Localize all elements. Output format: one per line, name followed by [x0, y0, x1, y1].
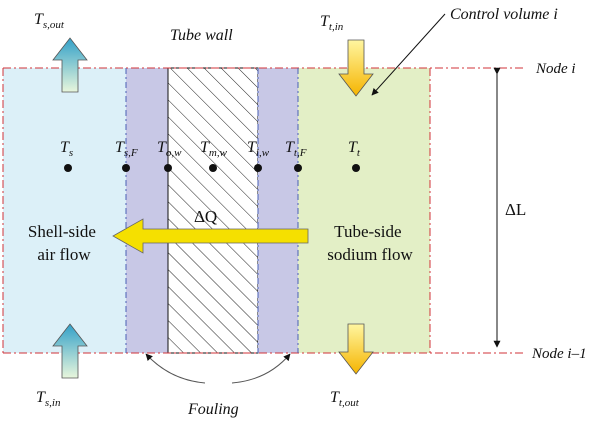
temp-label-inner-wall: Ti,w	[247, 139, 270, 159]
tube-fouling-region	[258, 68, 298, 353]
control-volume-pointer	[371, 13, 446, 96]
fouling-pointer-left	[145, 353, 206, 384]
tube-outlet-arrow	[338, 323, 374, 375]
tube-wall-region	[167, 67, 259, 354]
temp-label-outer-wall: To,w	[157, 139, 182, 159]
shell-inlet-arrow	[52, 323, 88, 379]
shell-flow-label: Shell-side air flow	[28, 222, 100, 264]
temp-dot-tube-fouling	[294, 164, 302, 172]
shell-outlet-arrow	[52, 37, 88, 93]
temp-dot-outer-wall	[164, 164, 172, 172]
temp-dot-mid-wall	[209, 164, 217, 172]
shell-side-region	[3, 68, 126, 353]
node-top-label: Node i	[535, 61, 576, 77]
control-volume-label: Control volume i	[450, 6, 558, 23]
heat-transfer-arrow	[112, 218, 309, 254]
control-volume-boundary	[2, 67, 525, 354]
tube-flow-label: Tube-side sodium flow	[327, 222, 413, 264]
tube-wall-label: Tube wall	[170, 27, 233, 44]
delta-l-label: ΔL	[505, 200, 526, 219]
fouling-pointer-right	[231, 353, 291, 384]
temp-label-shell-inlet: Ts,in	[36, 389, 61, 409]
node-bottom-label: Node i–1	[531, 346, 587, 362]
temp-dot-shell-fouling	[122, 164, 130, 172]
temp-label-tube-fouling: Tt,F	[285, 139, 307, 159]
temp-label-shell: Ts	[60, 139, 73, 159]
tube-side-region	[298, 68, 430, 353]
temp-label-tube-inlet: Tt,in	[320, 13, 344, 33]
temp-label-shell-outlet: Ts,out	[34, 11, 65, 31]
fouling-label: Fouling	[187, 401, 239, 418]
temp-label-mid-wall: Tm,w	[200, 139, 228, 159]
tube-inlet-arrow	[338, 39, 374, 97]
delta-q-label: ΔQ	[194, 207, 217, 226]
temp-label-tube-outlet: Tt,out	[330, 389, 360, 409]
temp-dot-tube	[352, 164, 360, 172]
temp-label-tube: Tt	[348, 139, 361, 159]
temp-dot-shell	[64, 164, 72, 172]
temp-dot-inner-wall	[254, 164, 262, 172]
shell-fouling-region	[126, 68, 168, 353]
temp-label-shell-fouling: Ts,F	[115, 139, 138, 159]
temperature-points	[64, 164, 360, 172]
